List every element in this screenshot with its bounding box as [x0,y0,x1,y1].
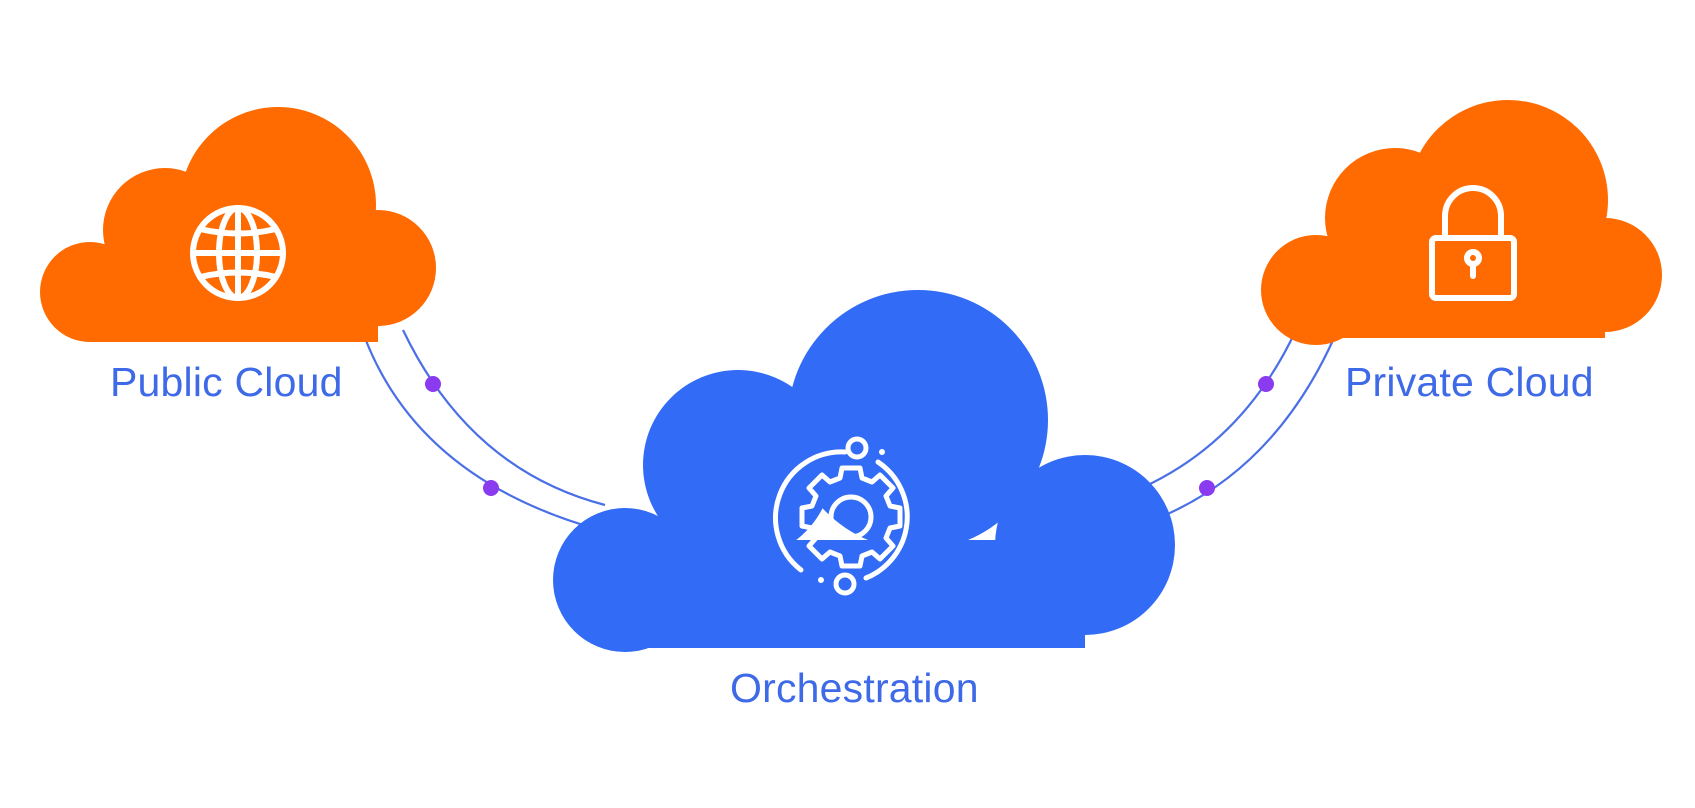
orchestration-cloud [553,290,1175,652]
public-cloud-label: Public Cloud [110,359,343,405]
connector-marker [425,376,441,392]
gear-cycle-icon [773,436,910,596]
private-cloud [1261,100,1662,345]
orchestration-label: Orchestration [730,665,979,711]
connector-marker [1199,480,1215,496]
public-cloud [40,107,436,342]
connector-marker [1258,376,1274,392]
connector-line [402,329,606,507]
connector-private-to-orchestration [1124,329,1336,527]
connector-marker [483,480,499,496]
globe-icon [190,205,286,301]
connector-line [363,337,601,532]
connector-line [1139,337,1336,527]
padlock-icon [1429,185,1517,301]
private-cloud-label: Private Cloud [1345,359,1594,405]
connector-public-to-orchestration [363,329,606,532]
connector-line [1124,329,1297,497]
